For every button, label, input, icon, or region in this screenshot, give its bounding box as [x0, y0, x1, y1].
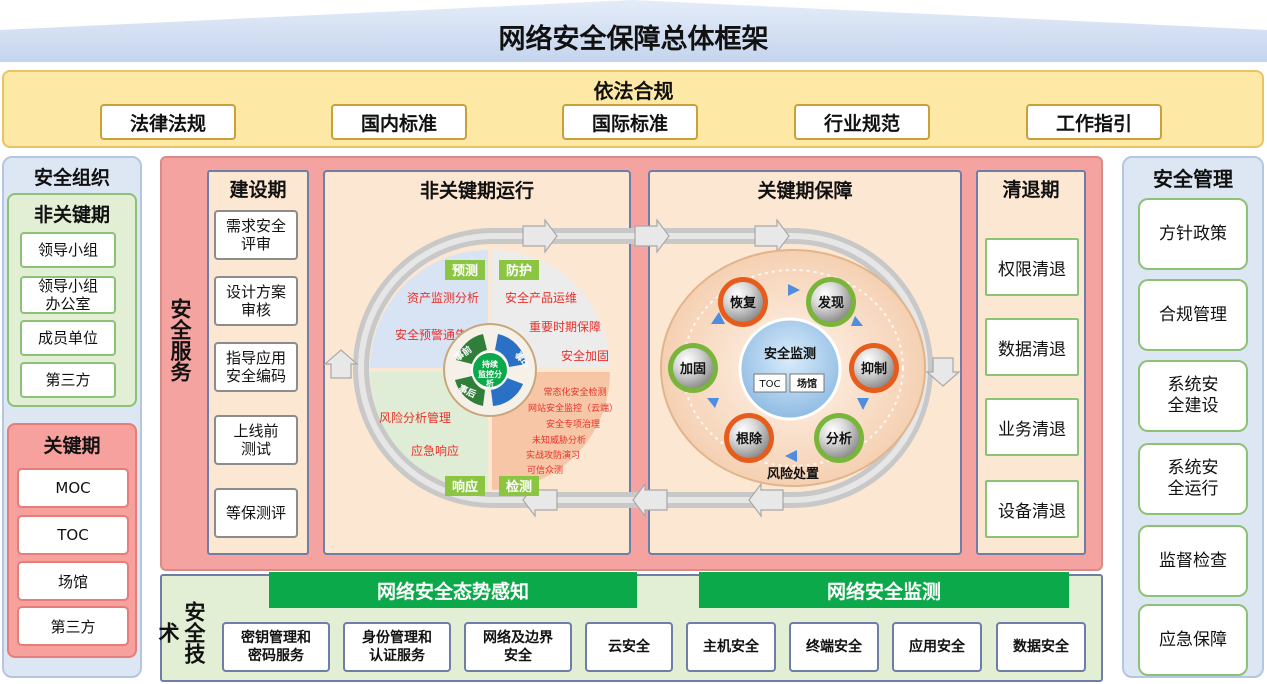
mgmt-item-system-construction: 系统安全建设	[1138, 360, 1248, 432]
tech-item-identity-management: 身份管理和认证服务	[343, 622, 451, 672]
management-title: 安全管理	[1153, 166, 1233, 191]
cycle-node-analyze: 分析	[814, 413, 864, 463]
tech-item-host-security: 主机安全	[686, 622, 776, 672]
svg-text:加固: 加固	[679, 362, 706, 377]
retire-item-permissions: 权限清退	[985, 238, 1079, 296]
tag-predict-label: 预测	[452, 263, 478, 279]
key-period-title: 关键期	[43, 434, 101, 457]
monitoring-tag-toc-label: TOC	[759, 379, 781, 390]
compliance-item-international-standards: 国际标准	[562, 104, 698, 140]
retire-item-data: 数据清退	[985, 318, 1079, 376]
svg-text:抑制: 抑制	[861, 361, 887, 377]
security-technology-label: 安全技术	[156, 600, 206, 664]
respond-item: 风险分析管理	[379, 410, 451, 425]
construction-phase-title: 建设期	[229, 178, 287, 201]
compliance-item-laws: 法律法规	[100, 104, 236, 140]
predict-item: 安全预警通告	[395, 327, 467, 342]
organization-title: 安全组织	[33, 166, 110, 189]
tech-item-data-security: 数据安全	[996, 622, 1086, 672]
tag-predict	[445, 260, 485, 280]
tech-item-cloud-security: 云安全	[585, 622, 673, 672]
operation-cycle-diagram: 预测 防护 响应 检测 资产监测分析 安全预警通告 安全产品运维 重要时期保障 …	[323, 218, 961, 518]
security-monitoring-title: 安全监测	[764, 346, 816, 362]
monitoring-tag-venue	[789, 373, 825, 393]
org-item-member-units: 成员单位	[20, 320, 116, 356]
svg-text:根除: 根除	[736, 431, 763, 447]
construction-item-design-review: 设计方案审核	[214, 276, 298, 326]
tag-detect	[499, 476, 539, 496]
org-item-leadership-office: 领导小组办公室	[20, 276, 116, 314]
security-monitoring-core	[738, 317, 842, 421]
tag-protect	[499, 260, 539, 280]
compliance-title: 依法合规	[593, 78, 674, 103]
key-item-third-party: 第三方	[17, 606, 129, 646]
center-hub-label-top: 持续	[482, 359, 498, 369]
tech-item-endpoint-security: 终端安全	[789, 622, 879, 672]
monitoring-tag-venue-label: 场馆	[797, 377, 817, 390]
key-item-toc: TOC	[17, 515, 129, 555]
center-hub-label-mid: 监控分	[478, 369, 502, 379]
tech-item-key-management: 密钥管理和密码服务	[222, 622, 330, 672]
situational-awareness-bar: 网络安全态势感知	[269, 572, 637, 608]
tag-respond	[445, 476, 485, 496]
mgmt-item-supervision: 监督检查	[1138, 525, 1248, 597]
respond-item: 应急响应	[411, 443, 459, 458]
tag-detect-label: 检测	[506, 479, 532, 495]
track-arrows	[323, 218, 961, 518]
tech-item-application-security: 应用安全	[892, 622, 982, 672]
key-item-venue: 场馆	[17, 561, 129, 601]
protect-item: 安全产品运维	[505, 290, 577, 305]
security-service-label: 安全服务	[168, 298, 192, 382]
tag-respond-label: 响应	[452, 479, 478, 495]
center-hub-label-bot: 析	[486, 378, 494, 388]
predict-item: 资产监测分析	[407, 291, 479, 305]
risk-disposal-label: 风险处置	[767, 466, 819, 482]
construction-item-requirement-review: 需求安全评审	[214, 210, 298, 260]
detect-item: 常态化安全检测	[543, 386, 606, 398]
construction-item-level-protection: 等保测评	[214, 488, 298, 538]
retire-item-business: 业务清退	[985, 398, 1079, 456]
org-item-third-party: 第三方	[20, 362, 116, 398]
mgmt-item-compliance: 合规管理	[1138, 279, 1248, 351]
mgmt-item-system-operation: 系统安全运行	[1138, 443, 1248, 515]
mgmt-item-policy: 方针政策	[1138, 198, 1248, 270]
key-item-moc: MOC	[17, 468, 129, 508]
cycle-node-harden: 加固	[668, 343, 718, 393]
svg-text:发现: 发现	[817, 295, 844, 311]
non-key-operation-title: 非关键期运行	[419, 179, 534, 202]
compliance-item-work-guidelines: 工作指引	[1026, 104, 1162, 140]
retirement-phase-title: 清退期	[1002, 178, 1060, 201]
detect-item: 网站安全监控（云端）	[528, 402, 618, 414]
retire-item-equipment: 设备清退	[985, 480, 1079, 538]
compliance-item-industry-norms: 行业规范	[794, 104, 930, 140]
monitoring-tag-toc	[753, 373, 787, 393]
cycle-arrows	[707, 284, 869, 462]
detect-item: 安全专项治理	[546, 418, 600, 430]
security-monitoring-bar: 网络安全监测	[699, 572, 1069, 608]
cycle-node-discover: 发现	[806, 277, 856, 327]
cycle-node-contain: 抑制	[849, 343, 899, 393]
org-item-leadership-group: 领导小组	[20, 232, 116, 268]
compliance-item-domestic-standards: 国内标准	[331, 104, 467, 140]
key-guarantee-title: 关键期保障	[757, 179, 853, 202]
protect-item: 重要时期保障	[529, 319, 601, 334]
protect-item: 安全加固	[561, 348, 609, 363]
svg-text:分析: 分析	[826, 431, 852, 447]
detect-item: 未知威胁分析	[532, 434, 586, 446]
non-key-period-title: 非关键期	[33, 203, 110, 226]
mgmt-item-emergency: 应急保障	[1138, 604, 1248, 676]
tag-protect-label: 防护	[506, 263, 532, 279]
cycle-node-eradicate: 根除	[724, 413, 774, 463]
construction-item-prelaunch-test: 上线前测试	[214, 415, 298, 465]
detect-item: 可信众测	[527, 464, 563, 476]
svg-text:恢复: 恢复	[730, 295, 757, 311]
cycle-node-recover: 恢复	[718, 277, 768, 327]
roof-banner	[0, 0, 1267, 62]
construction-item-secure-coding: 指导应用安全编码	[214, 342, 298, 392]
tech-item-network-boundary: 网络及边界安全	[464, 622, 572, 672]
page-title: 网络安全保障总体框架	[498, 23, 769, 55]
detect-item: 实战攻防演习	[526, 449, 580, 461]
